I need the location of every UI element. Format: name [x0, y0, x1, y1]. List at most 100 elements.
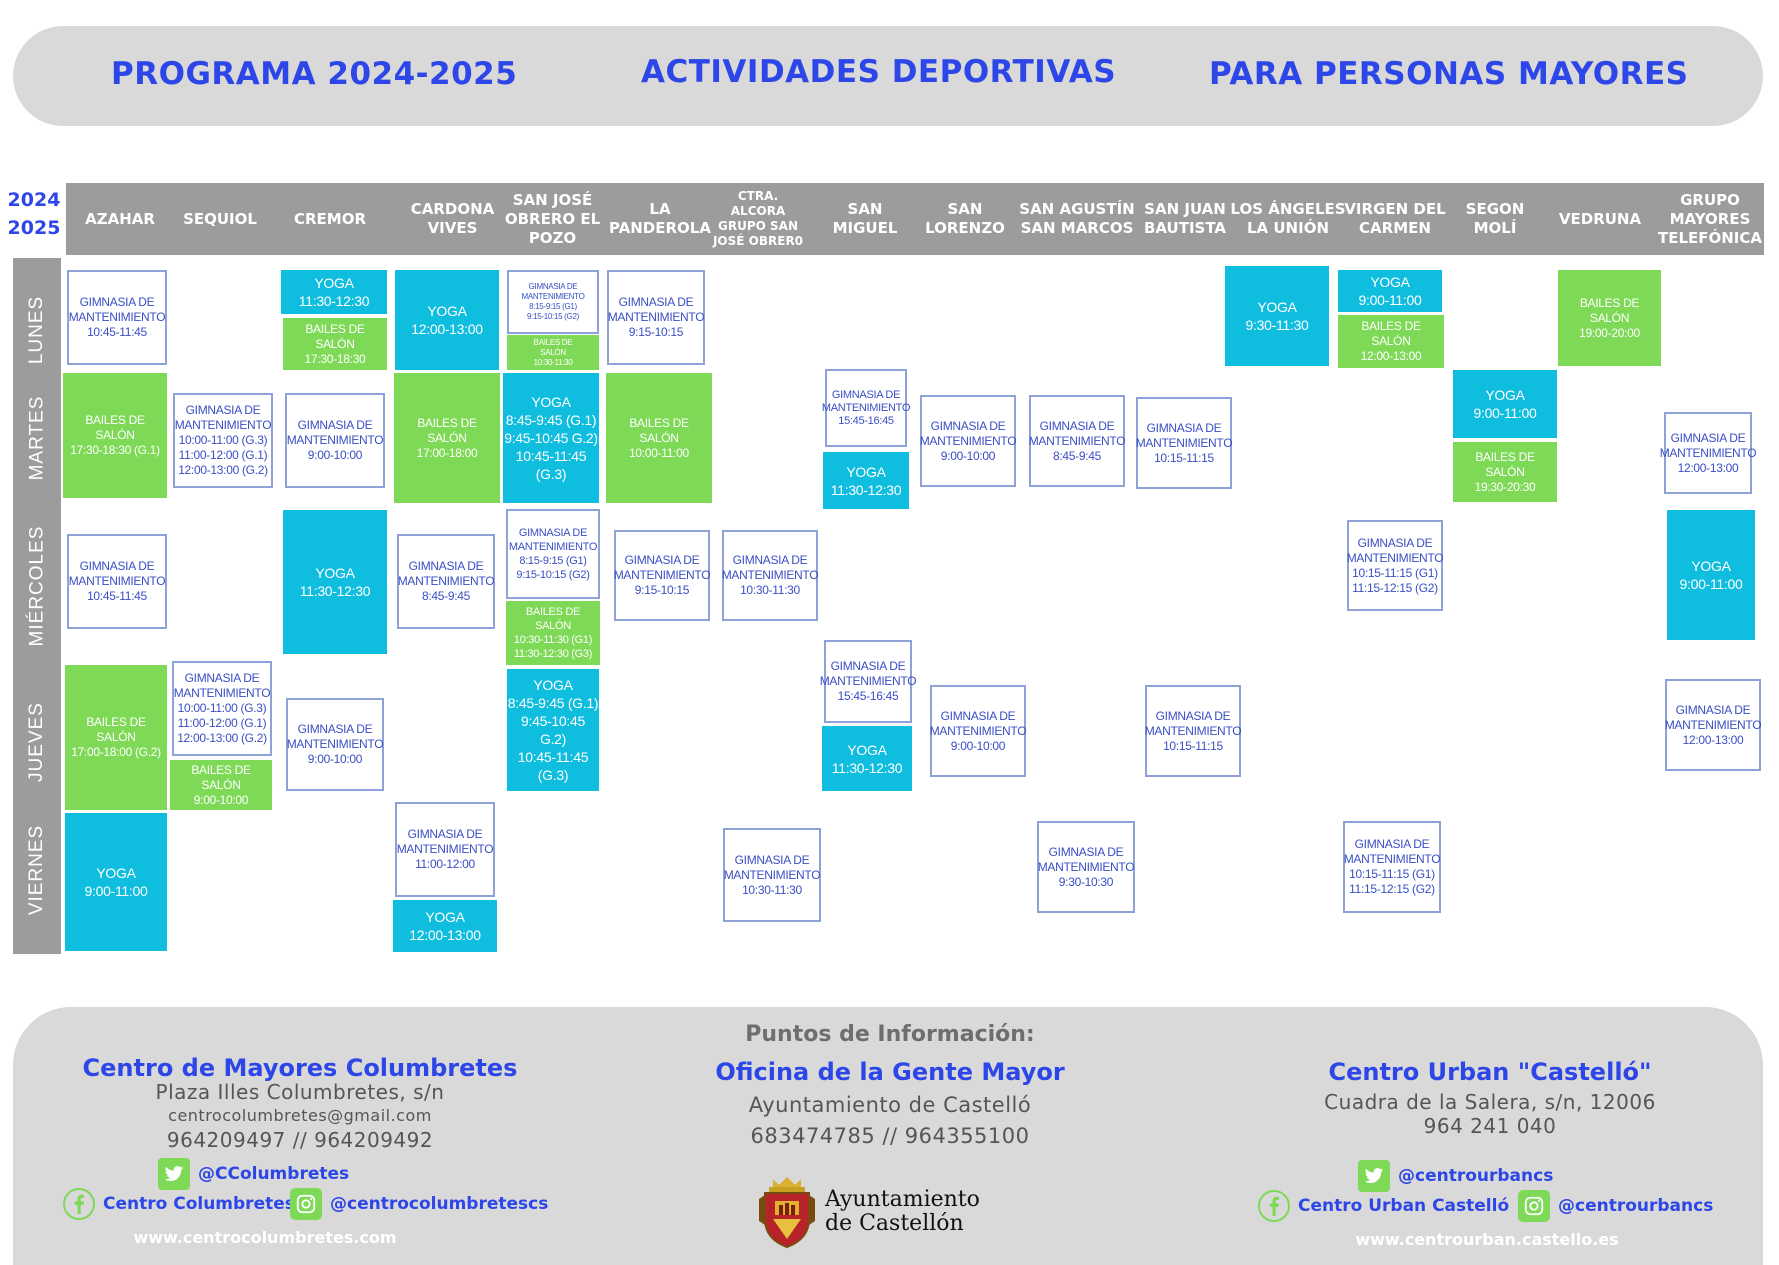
center-header-segon-moli: SEGON MOLÍ	[1465, 200, 1525, 237]
activity-yoga: YOGA 11:30-12:30	[283, 510, 387, 654]
columbretes-name: Centro de Mayores Columbretes	[82, 1054, 518, 1082]
activity-bailes: BAILES DE SALÓN 19:30-20:30	[1453, 442, 1557, 502]
activity-gimnasia: GIMNASIA DE MANTENIMIENTO 9:00-10:00	[930, 685, 1027, 777]
activity-bailes: BAILES DE SALÓN 10:30-11:30 (G1) 11:30-1…	[506, 601, 600, 665]
centers-header-bar	[66, 183, 1764, 255]
center-header-cremor: CREMOR	[293, 209, 367, 228]
activity-gimnasia: GIMNASIA DE MANTENIMIENTO 9:00-10:00	[285, 393, 385, 488]
twitter-icon	[158, 1158, 190, 1190]
urban-twitter[interactable]: @centrourbancs	[1358, 1160, 1553, 1192]
urban-name: Centro Urban "Castelló"	[1328, 1058, 1652, 1086]
activity-bailes: BAILES DE SALÓN 10:00-11:00	[606, 373, 712, 503]
activity-gimnasia: GIMNASIA DE MANTENIMIENTO 9:00-10:00	[920, 395, 1017, 487]
activity-gimnasia: GIMNASIA DE MANTENIMIENTO 9:30-10:30	[1037, 821, 1135, 913]
activity-bailes: BAILES DE SALÓN 9:00-10:00	[170, 760, 272, 810]
activity-yoga: YOGA 12:00-13:00	[393, 900, 497, 952]
activity-gimnasia: GIMNASIA DE MANTENIMIENTO 10:15-11:15	[1145, 685, 1242, 777]
activity-yoga: YOGA 9:00-11:00	[1667, 510, 1755, 640]
activity-gimnasia: GIMNASIA DE MANTENIMIENTO 8:15-9:15 (G1)…	[507, 270, 599, 334]
activity-bailes: BAILES DE SALÓN 17:30-18:30 (G.1)	[63, 373, 167, 498]
urban-phone: 964 241 040	[1423, 1114, 1557, 1138]
center-header-virgen-del-carmen: VIRGEN DEL CARMEN	[1344, 200, 1446, 237]
activity-gimnasia: GIMNASIA DE MANTENIMIENTO 10:30-11:30	[723, 828, 821, 922]
columbretes-web-link[interactable]: www.centrocolumbretes.com	[133, 1228, 397, 1247]
instagram-icon	[290, 1188, 322, 1220]
day-label-lunes: LUNES	[26, 295, 48, 365]
activity-gimnasia: GIMNASIA DE MANTENIMIENTO 10:00-11:00 (G…	[172, 661, 272, 756]
urban-instagram[interactable]: @centrourbancs	[1518, 1190, 1713, 1222]
urban-address: Cuadra de la Salera, s/n, 12006	[1324, 1090, 1656, 1114]
season-years: 2024 2025	[4, 186, 64, 242]
activity-gimnasia: GIMNASIA DE MANTENIMIENTO 8:15-9:15 (G1)…	[506, 509, 600, 599]
center-header-san-lorenzo: SAN LORENZO	[925, 200, 1005, 237]
day-label-viernes: VIERNES	[26, 824, 48, 916]
year-end: 2025	[7, 217, 61, 239]
columbretes-instagram[interactable]: @centrocolumbretescs	[290, 1188, 548, 1220]
days-column-bar	[13, 258, 61, 954]
activity-bailes: BAILES DE SALÓN 19:00-20:00	[1558, 270, 1661, 366]
center-header-ctra-alcora: CTRA. ALCORA GRUPO SAN JOSÉ OBRER0	[712, 189, 804, 248]
activity-gimnasia: GIMNASIA DE MANTENIMIENTO 12:00-13:00	[1665, 679, 1762, 771]
center-header-sequiol: SEQUIOL	[183, 209, 257, 228]
day-label-jueves: JUEVES	[26, 702, 48, 782]
activity-bailes: BAILES DE SALÓN 17:00-18:00	[394, 373, 500, 503]
activity-gimnasia: GIMNASIA DE MANTENIMIENTO 10:45-11:45	[67, 270, 167, 365]
day-label-miercoles: MIÉRCOLES	[26, 525, 48, 647]
activity-gimnasia: GIMNASIA DE MANTENIMIENTO 11:00-12:00	[395, 802, 495, 897]
center-header-la-panderola: LA PANDEROLA	[609, 200, 711, 237]
activity-bailes: BAILES DE SALÓN 17:00-18:00 (G.2)	[65, 665, 167, 810]
columbretes-phones: 964209497 // 964209492	[166, 1128, 434, 1152]
activity-gimnasia: GIMNASIA DE MANTENIMIENTO 10:15-11:15 (G…	[1343, 821, 1441, 913]
oficina-phones: 683474785 // 964355100	[750, 1124, 1030, 1148]
urban-web-link[interactable]: www.centrourban.castello.es	[1355, 1230, 1619, 1249]
columbretes-twitter[interactable]: @CColumbretes	[158, 1158, 349, 1190]
activity-gimnasia: GIMNASIA DE MANTENIMIENTO 10:30-11:30	[722, 530, 819, 621]
urban-facebook[interactable]: Centro Urban Castelló	[1258, 1190, 1509, 1222]
audience-title: PARA PERSONAS MAYORES	[1209, 56, 1689, 92]
activity-yoga: YOGA 9:00-11:00	[65, 813, 167, 951]
center-header-los-angeles: LOS ÁNGELES LA UNIÓN	[1230, 200, 1346, 237]
day-label-martes: MARTES	[26, 395, 47, 481]
logo-line2: de Castellón	[825, 1211, 964, 1236]
facebook-icon	[1258, 1190, 1290, 1222]
center-header-vedruna: VEDRUNA	[1558, 209, 1642, 228]
oficina-org: Ayuntamiento de Castelló	[748, 1093, 1032, 1117]
center-header-san-jose-obrero: SAN JOSÉ OBRERO EL POZO	[504, 190, 601, 247]
activity-gimnasia: GIMNASIA DE MANTENIMIENTO 9:00-10:00	[286, 698, 384, 791]
activity-gimnasia: GIMNASIA DE MANTENIMIENTO 9:15-10:15	[614, 530, 711, 621]
activity-yoga: YOGA 8:45-9:45 (G.1) 9:45-10:45 G.2) 10:…	[503, 373, 599, 503]
program-title: PROGRAMA 2024-2025	[111, 56, 518, 92]
columbretes-facebook[interactable]: Centro Columbretes	[63, 1188, 295, 1220]
activity-gimnasia: GIMNASIA DE MANTENIMIENTO 10:00-11:00 (G…	[173, 393, 273, 488]
instagram-icon	[1518, 1190, 1550, 1222]
ayuntamiento-logo: Ayuntamiento de Castellón	[755, 1175, 980, 1249]
activity-gimnasia: GIMNASIA DE MANTENIMIENTO 8:45-9:45	[397, 534, 495, 629]
coat-of-arms-icon	[759, 1177, 815, 1249]
twitter-icon	[1358, 1160, 1390, 1192]
logo-line1: Ayuntamiento	[825, 1187, 980, 1212]
activity-yoga: YOGA 11:30-12:30	[281, 270, 387, 314]
activity-gimnasia: GIMNASIA DE MANTENIMIENTO 12:00-13:00	[1660, 412, 1757, 494]
activity-yoga: YOGA 9:00-11:00	[1453, 370, 1557, 438]
activity-yoga: YOGA 9:00-11:00	[1338, 270, 1442, 312]
activity-yoga: YOGA 11:30-12:30	[823, 452, 909, 509]
activity-bailes: BAILES DE SALÓN 17:30-18:30	[283, 318, 387, 370]
center-header-cardona-vives: CARDONA VIVES	[410, 200, 495, 237]
activity-bailes: BAILES DE SALÓN 12:00-13:00	[1338, 315, 1444, 368]
info-points-title: Puntos de Información:	[745, 1022, 1035, 1047]
columbretes-address: Plaza Illes Columbretes, s/n	[155, 1080, 445, 1104]
activity-yoga: YOGA 8:45-9:45 (G.1) 9:45-10:45 G.2) 10:…	[507, 669, 599, 791]
activity-yoga: YOGA 9:30-11:30	[1225, 266, 1329, 366]
info-footer	[13, 1007, 1763, 1265]
activities-title: ACTIVIDADES DEPORTIVAS	[641, 54, 1117, 90]
columbretes-email: centrocolumbretes@gmail.com	[168, 1106, 432, 1125]
activity-bailes: BAILES DE SALÓN 10:30-11:30	[507, 335, 599, 370]
activity-gimnasia: GIMNASIA DE MANTENIMIENTO 10:15-11:15 (G…	[1347, 520, 1444, 611]
activity-yoga: YOGA 12:00-13:00	[395, 270, 499, 370]
activity-gimnasia: GIMNASIA DE MANTENIMIENTO 15:45-16:45	[820, 640, 917, 723]
activity-yoga: YOGA 11:30-12:30	[822, 726, 912, 791]
activity-gimnasia: GIMNASIA DE MANTENIMIENTO 15:45-16:45	[822, 369, 910, 447]
center-header-azahar: AZAHAR	[85, 209, 155, 228]
facebook-icon	[63, 1188, 95, 1220]
year-start: 2024	[7, 189, 61, 211]
